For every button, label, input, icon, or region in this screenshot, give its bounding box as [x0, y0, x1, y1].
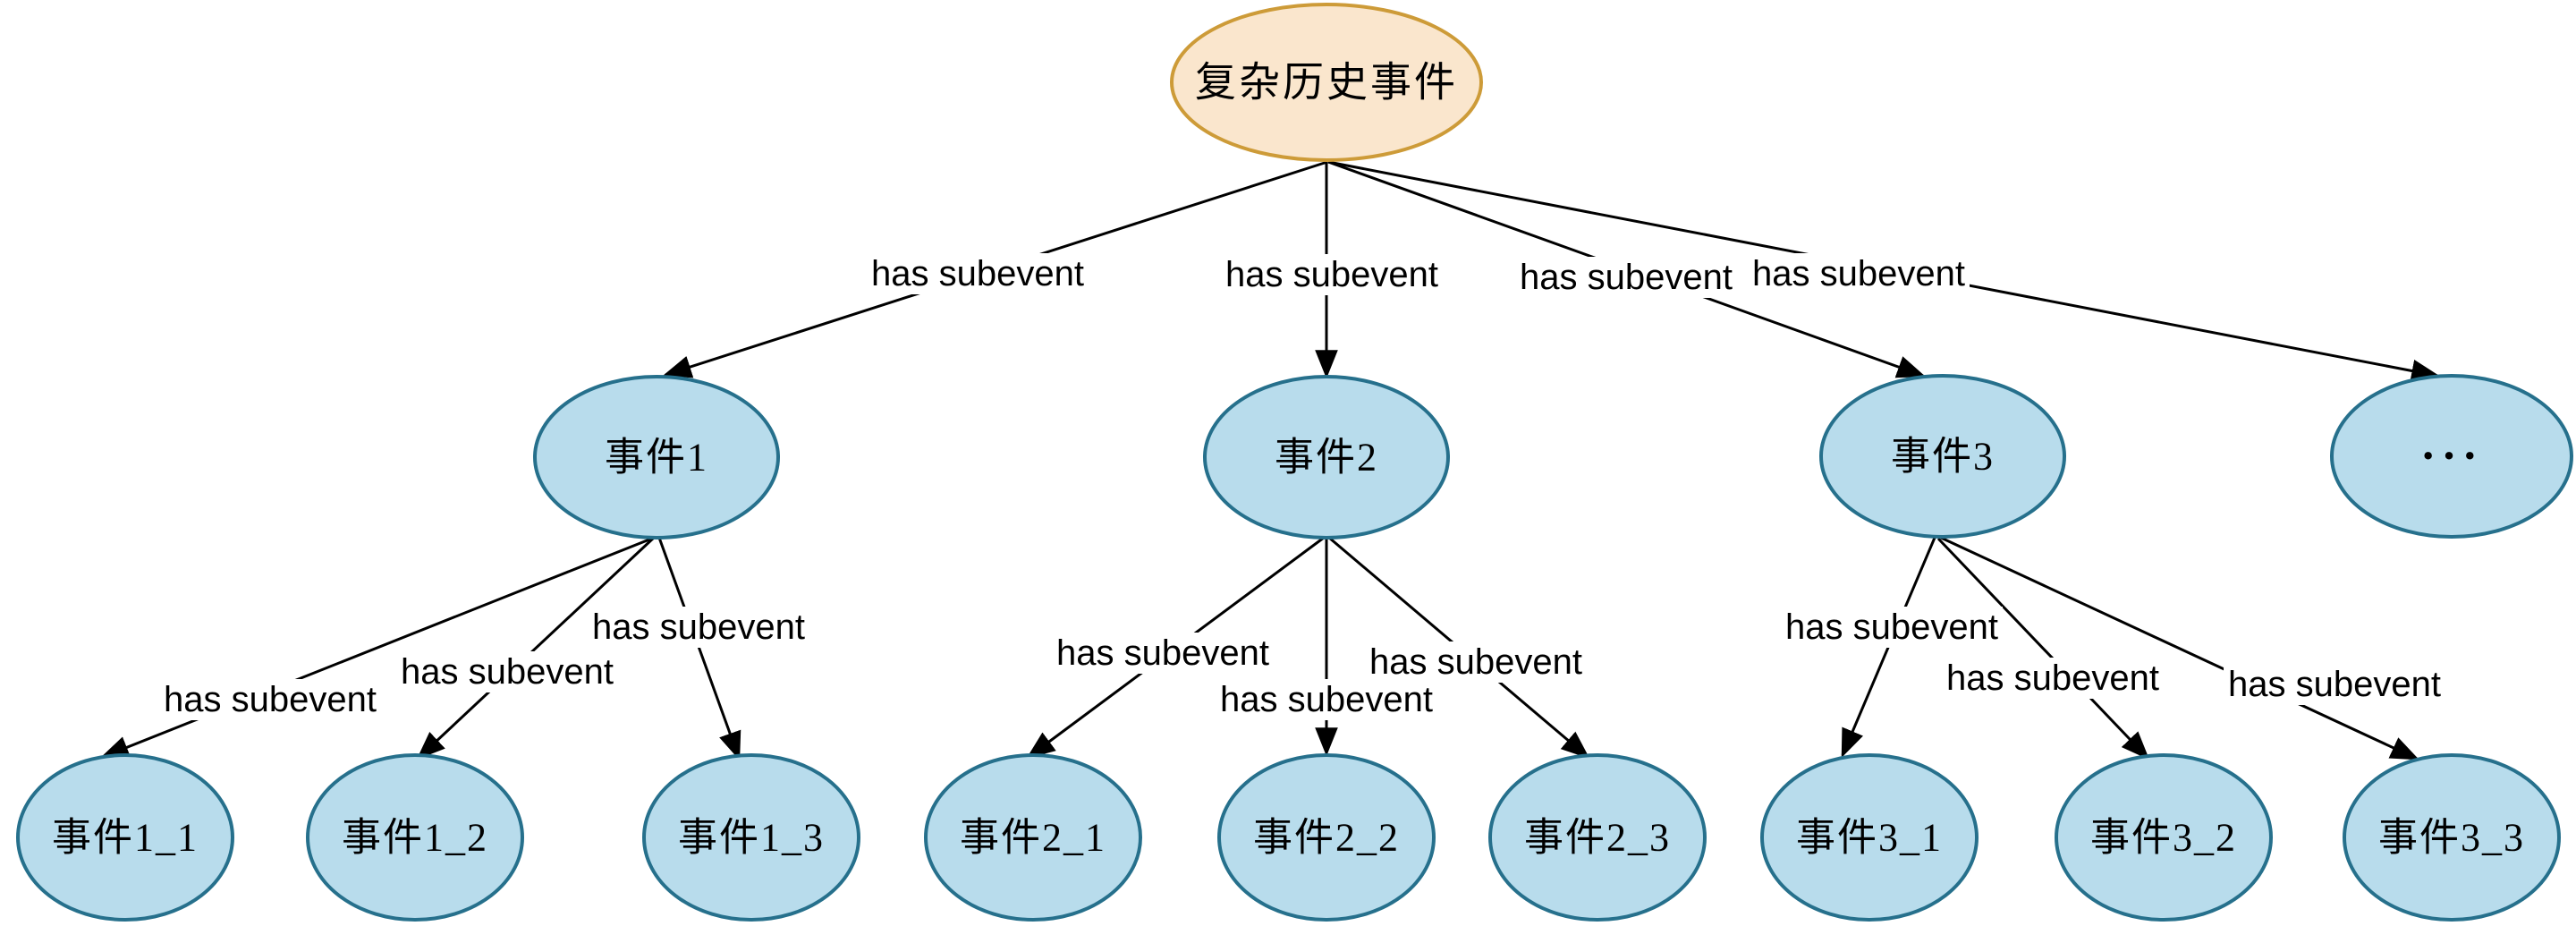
- node-edots-ellipse: [2330, 374, 2573, 539]
- node-e3-1-ellipse: [1760, 753, 1979, 922]
- edge-label-root-to-e2: has subevent: [1225, 255, 1438, 294]
- node-e2-1-ellipse: [924, 753, 1142, 922]
- edge-label-e1-to-e1-2: has subevent: [401, 652, 614, 692]
- node-e2-2-ellipse: [1217, 753, 1436, 922]
- node-e3-label: 事件3: [1891, 435, 1995, 479]
- edge-label-e3-to-e3-1: has subevent: [1785, 607, 1998, 647]
- node-e2-ellipse: [1203, 375, 1450, 539]
- node-e3-2-label: 事件3_2: [2090, 816, 2237, 860]
- node-e1-3-label: 事件1_3: [678, 816, 825, 860]
- edge-label-background: [1515, 257, 1737, 298]
- edge-e1-to-e1-2: [416, 536, 656, 760]
- node-e1-3-ellipse: [642, 753, 860, 922]
- node-e2-1-label: 事件2_1: [960, 816, 1106, 860]
- node-e1-label: 事件1: [605, 436, 708, 480]
- edge-e3-to-e3-3: [1940, 536, 2419, 760]
- node-e3-ellipse: [1819, 374, 2066, 539]
- edge-label-root-to-edots: has subevent: [1752, 254, 1965, 293]
- node-e3-3-ellipse: [2343, 753, 2561, 922]
- node-e2-label: 事件2: [1275, 436, 1378, 480]
- edge-label-background: [867, 253, 1089, 294]
- node-e1-1-ellipse: [16, 753, 234, 922]
- edge-label-background: [1052, 633, 1274, 674]
- node-e1-1-label: 事件1_1: [52, 816, 199, 860]
- edge-e3-to-e3-2: [1936, 537, 2150, 760]
- edge-label-background: [1216, 679, 1437, 720]
- node-e1-ellipse: [533, 375, 780, 539]
- edge-label-background: [2224, 664, 2445, 705]
- node-e1-2-ellipse: [306, 753, 524, 922]
- edge-label-e1-to-e1-1: has subevent: [164, 680, 377, 719]
- edge-label-background: [1365, 641, 1587, 683]
- edge-e1-to-e1-1: [100, 536, 655, 759]
- edge-label-e3-to-e3-2: has subevent: [1946, 658, 2159, 698]
- edge-label-root-to-e3: has subevent: [1520, 258, 1733, 297]
- edge-label-background: [1748, 253, 1970, 294]
- edge-label-background: [396, 651, 618, 692]
- node-e2-3-label: 事件2_3: [1524, 816, 1671, 860]
- node-e3-1-label: 事件3_1: [1796, 816, 1943, 860]
- node-e2-2-label: 事件2_2: [1253, 816, 1400, 860]
- edge-label-e2-to-e2-1: has subevent: [1056, 633, 1269, 673]
- node-e3-2-ellipse: [2055, 753, 2273, 922]
- edge-label-background: [1942, 658, 2164, 699]
- node-edots-label: ···: [2420, 431, 2483, 482]
- node-root-label: 复杂历史事件: [1195, 60, 1458, 106]
- edge-label-e1-to-e1-3: has subevent: [592, 607, 805, 647]
- edges-layer: [100, 160, 2441, 761]
- edge-label-background: [1781, 607, 2003, 648]
- edge-label-background: [159, 679, 381, 720]
- edge-label-root-to-e1: has subevent: [871, 254, 1084, 293]
- edge-label-e3-to-e3-3: has subevent: [2228, 665, 2441, 704]
- edge-label-background: [1221, 254, 1443, 295]
- node-e1-2-label: 事件1_2: [342, 816, 488, 860]
- node-e2-3-ellipse: [1488, 753, 1707, 922]
- edge-label-e2-to-e2-3: has subevent: [1369, 642, 1582, 682]
- edge-label-e2-to-e2-2: has subevent: [1220, 680, 1433, 719]
- node-e3-3-label: 事件3_3: [2378, 816, 2525, 860]
- edge-label-background: [588, 607, 809, 648]
- node-root-ellipse: [1170, 3, 1483, 162]
